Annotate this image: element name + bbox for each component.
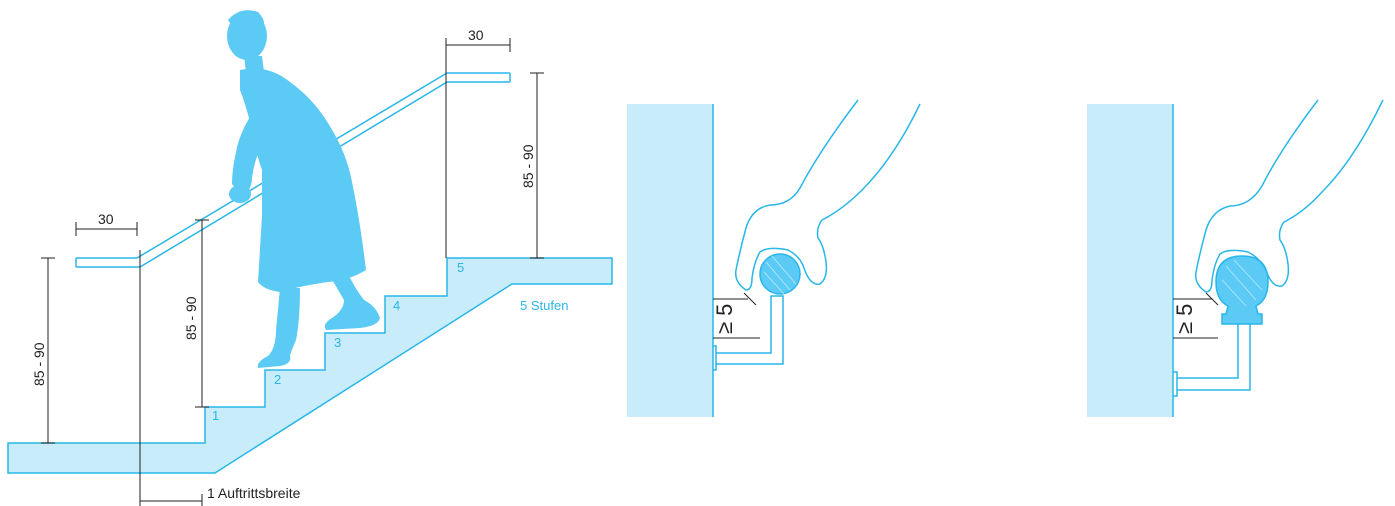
step-label-5: 5 [457, 260, 464, 275]
wall-section [1087, 104, 1173, 417]
hand-outline-2 [1194, 99, 1384, 293]
hand-outline-1 [734, 99, 921, 291]
step-label-2: 2 [274, 372, 281, 387]
stair-body [7, 257, 613, 474]
step-label-4: 4 [393, 298, 400, 313]
clearance-label-round: ≥ 5 [712, 304, 737, 334]
staircase: 1 2 3 4 5 5 Stufen [7, 257, 613, 474]
round-rail-section [759, 253, 801, 295]
height-label-middle: 85 - 90 [183, 296, 199, 340]
step-label-3: 3 [334, 335, 341, 350]
detail-round-handrail: ≥ 5 [627, 99, 921, 417]
tread-width-label: 1 Auftrittsbreite [207, 485, 301, 501]
clearance-label-mushroom: ≥ 5 [1172, 304, 1197, 334]
detail-mushroom-handrail: ≥ 5 [1087, 99, 1384, 417]
person-silhouette [227, 10, 380, 368]
wall-section [627, 104, 713, 417]
step-label-1: 1 [212, 408, 219, 423]
handrail-extension-right-label: 30 [468, 27, 484, 43]
mushroom-rail-section [1215, 255, 1269, 325]
steps-caption: 5 Stufen [520, 298, 568, 313]
handrail-extension-left-label: 30 [98, 211, 114, 227]
height-label-left: 85 - 90 [31, 342, 47, 386]
height-label-right: 85 - 90 [520, 144, 536, 188]
stair-dimensions [41, 38, 544, 506]
